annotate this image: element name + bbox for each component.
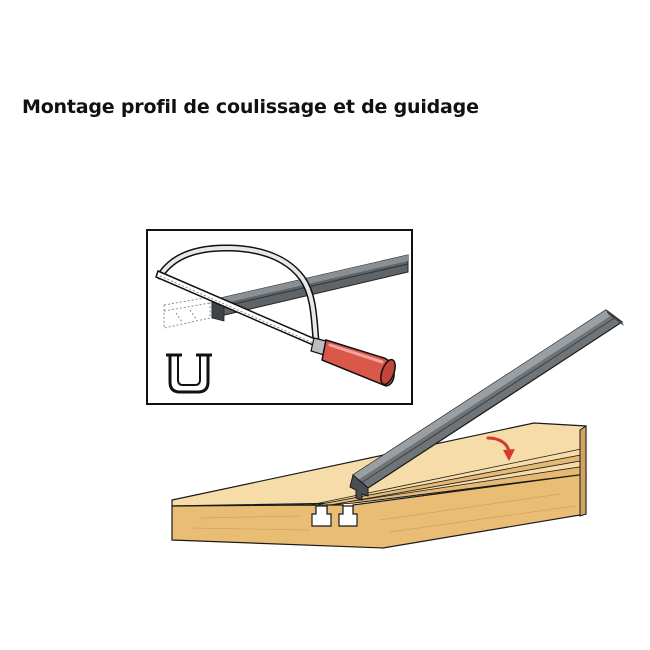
u-profile-icon <box>166 353 212 394</box>
guide-rail <box>349 309 624 501</box>
saw-inset-panel <box>146 229 413 405</box>
wood-board <box>171 422 587 549</box>
cut-off-piece <box>163 296 211 329</box>
wood-grain <box>189 493 576 533</box>
saw-handle <box>321 339 396 387</box>
front-grooves <box>311 505 358 527</box>
hacksaw-icon <box>155 244 396 387</box>
rotate-arrow-icon <box>486 436 515 461</box>
diagram-title: Montage profil de coulissage et de guida… <box>22 96 479 118</box>
